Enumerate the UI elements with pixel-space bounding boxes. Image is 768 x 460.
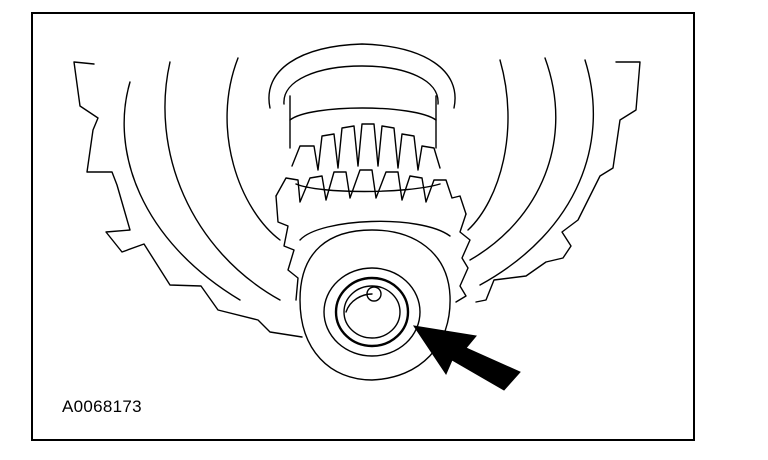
hub-bore-inner — [343, 285, 401, 339]
shaft-neck — [289, 95, 437, 149]
shaft-upper-outline — [268, 43, 456, 109]
sprocket-inner-ring-1 — [123, 81, 241, 301]
sprocket-inner-ring-6 — [467, 59, 509, 231]
figure-frame — [31, 12, 695, 441]
hub-bore-outer — [334, 276, 410, 348]
hub-ring — [323, 267, 421, 357]
sprocket-inner-ring-4 — [479, 59, 595, 286]
gear-collar-right-teeth — [455, 213, 471, 303]
gear-collar-face — [299, 220, 451, 241]
hub-bore-shadow — [345, 293, 373, 313]
gear-collar-outline — [275, 169, 467, 215]
shaft-neck-ring — [289, 107, 437, 121]
hub-outer-body — [299, 229, 451, 381]
spline-upper-teeth — [291, 123, 441, 171]
sprocket-inner-ring-3 — [226, 57, 281, 241]
shaft-upper-ring — [283, 65, 439, 105]
sprocket-inner-ring-2 — [164, 61, 281, 301]
figure-id-label: A0068173 — [62, 397, 142, 416]
arrow-icon — [412, 325, 521, 391]
gear-collar-left-teeth — [275, 195, 299, 301]
sprocket-outline — [73, 61, 641, 338]
sprocket-inner-ring-5 — [469, 57, 557, 261]
spline-upper-base — [295, 183, 441, 193]
